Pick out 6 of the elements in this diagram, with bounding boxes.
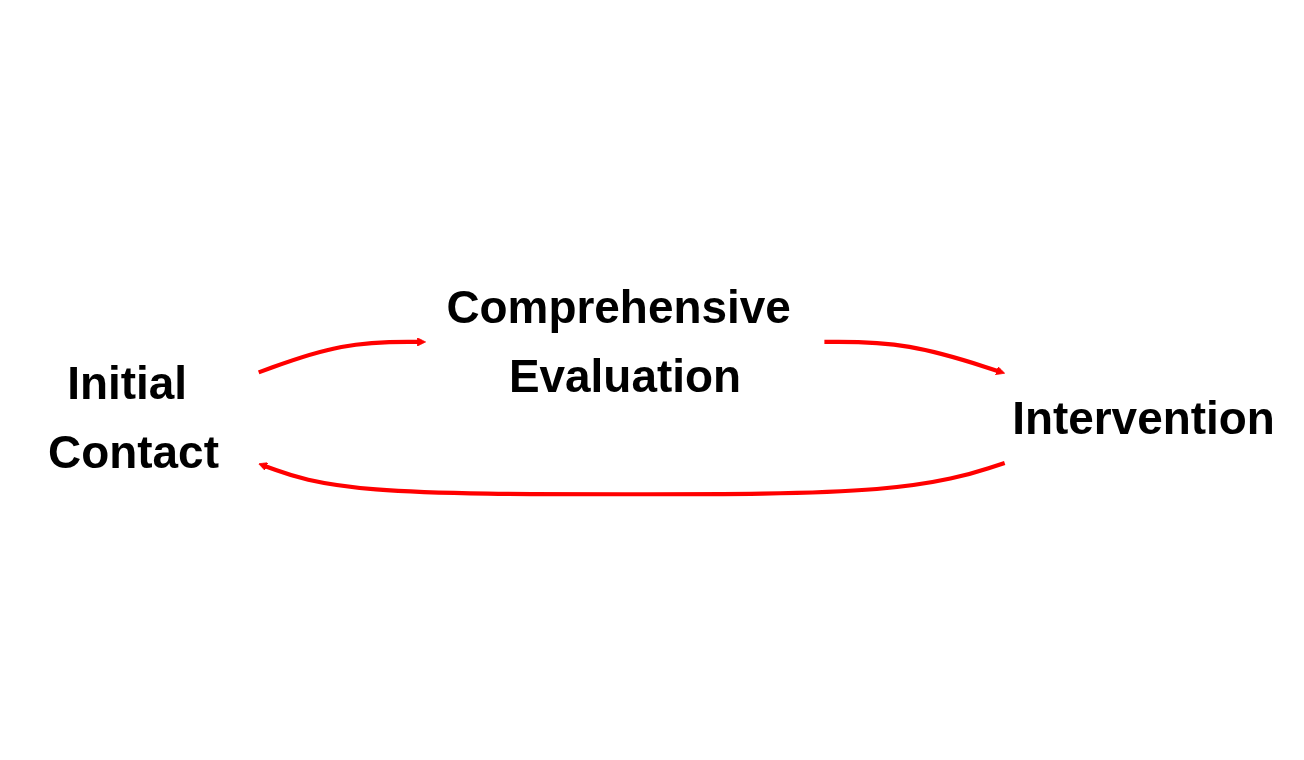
node-text: Intervention	[1012, 392, 1275, 444]
node-text: Initial Contact	[48, 357, 219, 478]
arrow	[824, 339, 1006, 376]
node-text: Comprehensive Evaluation	[446, 281, 791, 402]
arrow	[258, 460, 1006, 497]
arrow	[257, 337, 426, 375]
